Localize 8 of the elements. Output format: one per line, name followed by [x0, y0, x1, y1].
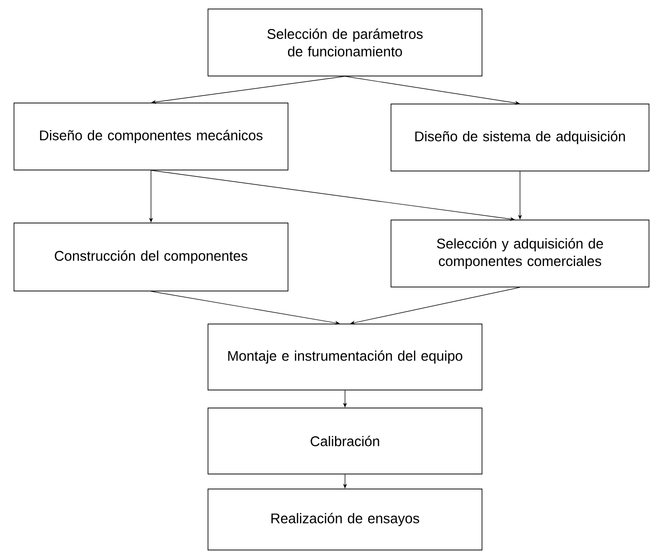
process-box: Realización de ensayos: [208, 488, 482, 550]
process-box: Calibración: [208, 408, 482, 474]
process-box: Selección y adquisición de componentes comerciales: [390, 220, 650, 288]
process-box: Montaje e instrumentación del equipo: [208, 324, 482, 390]
process-box: Construcción del componentes: [14, 222, 288, 292]
process-box: Diseño de sistema de adquisición: [390, 104, 650, 172]
process-box: Selección de parámetros de funcionamiento: [208, 8, 482, 76]
process-box: Diseño de componentes mecánicos: [14, 102, 288, 170]
